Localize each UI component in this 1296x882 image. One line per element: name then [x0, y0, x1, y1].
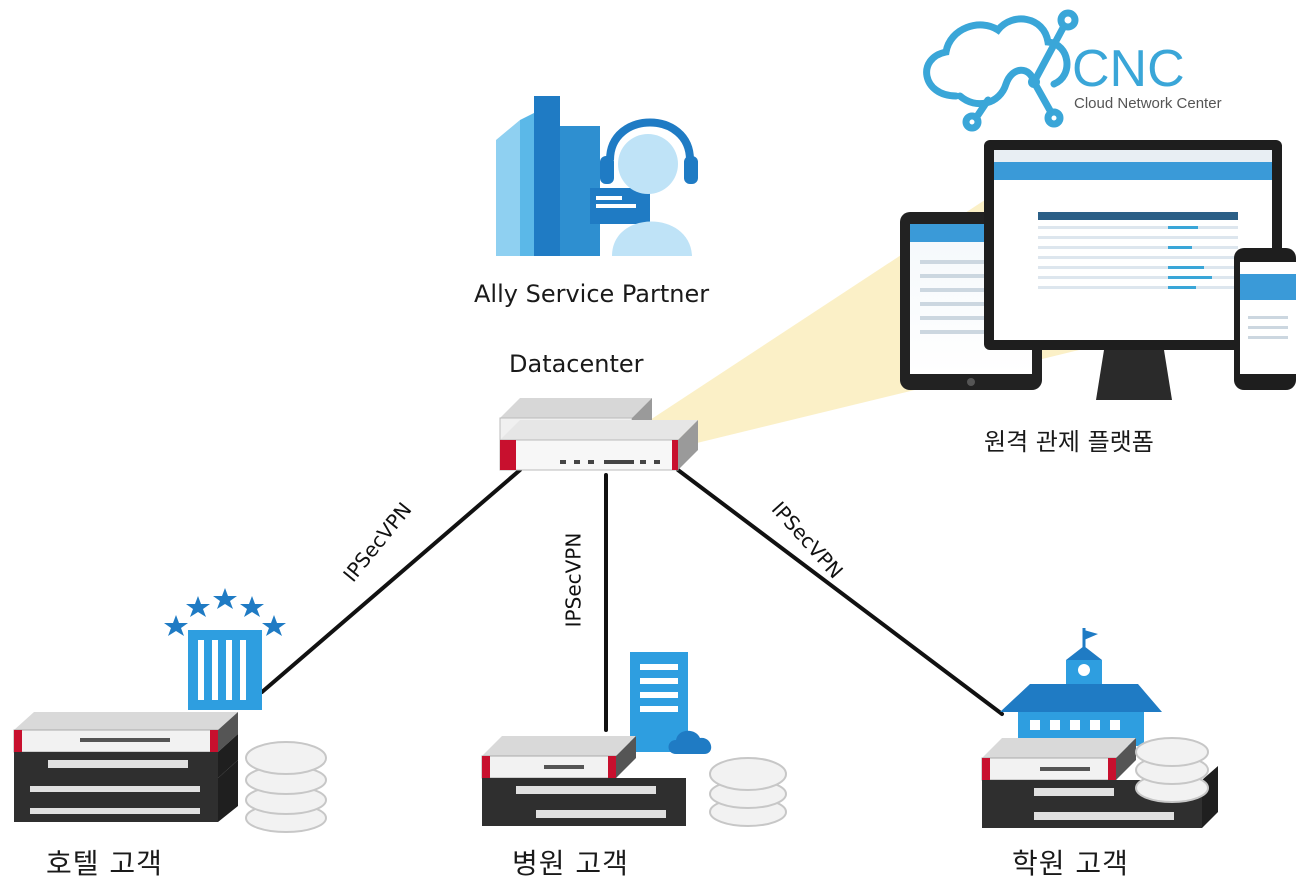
link-label-hospital: IPSecVPN — [561, 532, 586, 628]
star-icon — [164, 588, 286, 636]
vpn-links — [260, 468, 1004, 732]
datacenter-label: Datacenter — [509, 350, 644, 378]
platform-devices — [900, 140, 1296, 400]
hospital-site — [481, 652, 787, 827]
switch-stack — [13, 712, 238, 822]
academy-site — [981, 628, 1218, 828]
monitor-device — [984, 140, 1282, 400]
hotel-building-icon — [188, 630, 262, 710]
access-point-icon — [1135, 737, 1209, 803]
school-building-icon — [1000, 628, 1162, 746]
site-label-academy: 학원 고객 — [1012, 847, 1129, 880]
hospital-building-icon — [630, 652, 712, 754]
switch-stack — [981, 738, 1218, 828]
cloud-icon — [668, 730, 712, 754]
access-point-icon — [709, 757, 787, 827]
link-academy — [676, 468, 1004, 716]
access-point-icon — [245, 741, 327, 833]
switch-stack — [481, 736, 686, 826]
cnc-subtitle: Cloud Network Center — [1074, 95, 1222, 112]
site-label-hospital: 병원 고객 — [512, 847, 629, 880]
partner-icon — [496, 96, 698, 256]
partner-label: Ally Service Partner — [474, 280, 710, 308]
cnc-logo: CNC Cloud Network Center — [923, 9, 1222, 132]
cloud-network-icon — [923, 9, 1079, 132]
platform-label: 원격 관제 플랫폼 — [984, 428, 1154, 456]
cnc-title: CNC — [1072, 40, 1185, 98]
datacenter-device — [499, 398, 698, 471]
link-hotel — [260, 468, 522, 694]
phone-device — [1234, 248, 1296, 390]
hotel-site — [13, 588, 327, 833]
site-label-hotel: 호텔 고객 — [46, 847, 163, 880]
